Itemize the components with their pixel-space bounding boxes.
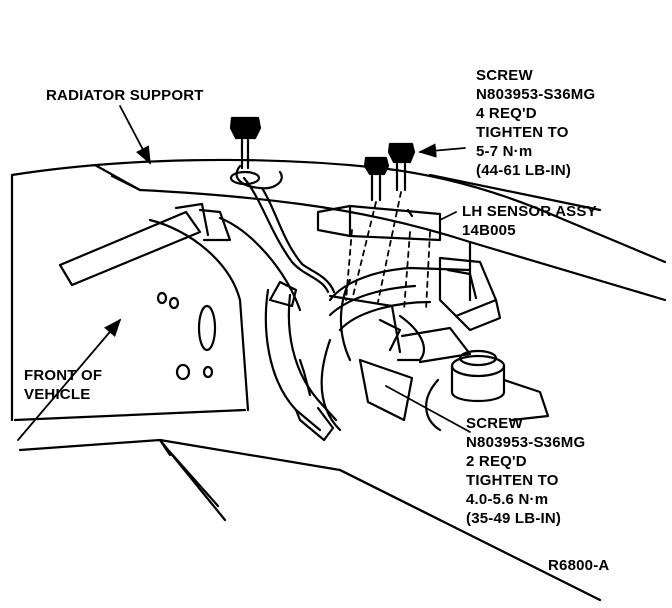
screw-top-callout: SCREW N803953-S36MG 4 REQ'D TIGHTEN TO 5… bbox=[476, 66, 595, 180]
leader-lines bbox=[17, 105, 471, 441]
top-screw-1 bbox=[229, 116, 283, 190]
figure-id-text: R6800-A bbox=[548, 557, 610, 574]
screw-bottom-part-number: N803953-S36MG bbox=[466, 434, 586, 451]
radiator-support-leader bbox=[119, 105, 151, 165]
screw-bottom-callout: SCREW N803953-S36MG 2 REQ'D TIGHTEN TO 4… bbox=[466, 414, 585, 528]
screw-bottom-torque-nm: 4.0-5.6 N·m bbox=[466, 491, 549, 508]
lh-sensor-callout: LH SENSOR ASSY 14B005 bbox=[462, 202, 597, 240]
lh-sensor-part-number: 14B005 bbox=[462, 222, 516, 239]
lh-sensor-title: LH SENSOR ASSY bbox=[462, 203, 597, 220]
figure-id-label: R6800-A bbox=[548, 556, 609, 575]
panel-holes bbox=[156, 291, 217, 381]
screw-top-quantity: 4 REQ'D bbox=[476, 105, 537, 122]
radiator-support-panel bbox=[10, 158, 667, 422]
front-of-vehicle-label: FRONT OF VEHICLE bbox=[24, 366, 102, 404]
top-screw-3 bbox=[387, 142, 416, 192]
screw-top-title: SCREW bbox=[476, 67, 533, 84]
screw-top-arrow bbox=[418, 143, 466, 158]
screw-top-part-number: N803953-S36MG bbox=[476, 86, 596, 103]
screw-bottom-title: SCREW bbox=[466, 415, 523, 432]
lh-sensor-assembly bbox=[316, 204, 502, 422]
screw-bottom-quantity: 2 REQ'D bbox=[466, 453, 527, 470]
screw-top-tighten: TIGHTEN TO bbox=[476, 124, 569, 141]
screw-top-torque-lbin: (44-61 LB-IN) bbox=[476, 162, 572, 179]
top-screw-2 bbox=[363, 156, 390, 202]
screw-top-torque-nm: 5-7 N·m bbox=[476, 143, 533, 160]
screw-bottom-tighten: TIGHTEN TO bbox=[466, 472, 559, 489]
front-of-vehicle-line1: FRONT OF bbox=[24, 367, 103, 384]
lh-sensor-leader bbox=[439, 211, 457, 221]
reservoir-cap bbox=[425, 349, 550, 432]
screw-bottom-leader bbox=[385, 385, 471, 433]
front-of-vehicle-arrow bbox=[17, 318, 122, 441]
radiator-support-text: RADIATOR SUPPORT bbox=[46, 87, 204, 104]
radiator-support-label: RADIATOR SUPPORT bbox=[46, 86, 204, 105]
screw-alignment-lines bbox=[345, 191, 431, 311]
screw-bottom-torque-lbin: (35-49 LB-IN) bbox=[466, 510, 562, 527]
front-of-vehicle-line2: VEHICLE bbox=[24, 386, 91, 403]
hoses-and-harness bbox=[58, 176, 472, 442]
fender-lower-panel bbox=[18, 438, 602, 602]
